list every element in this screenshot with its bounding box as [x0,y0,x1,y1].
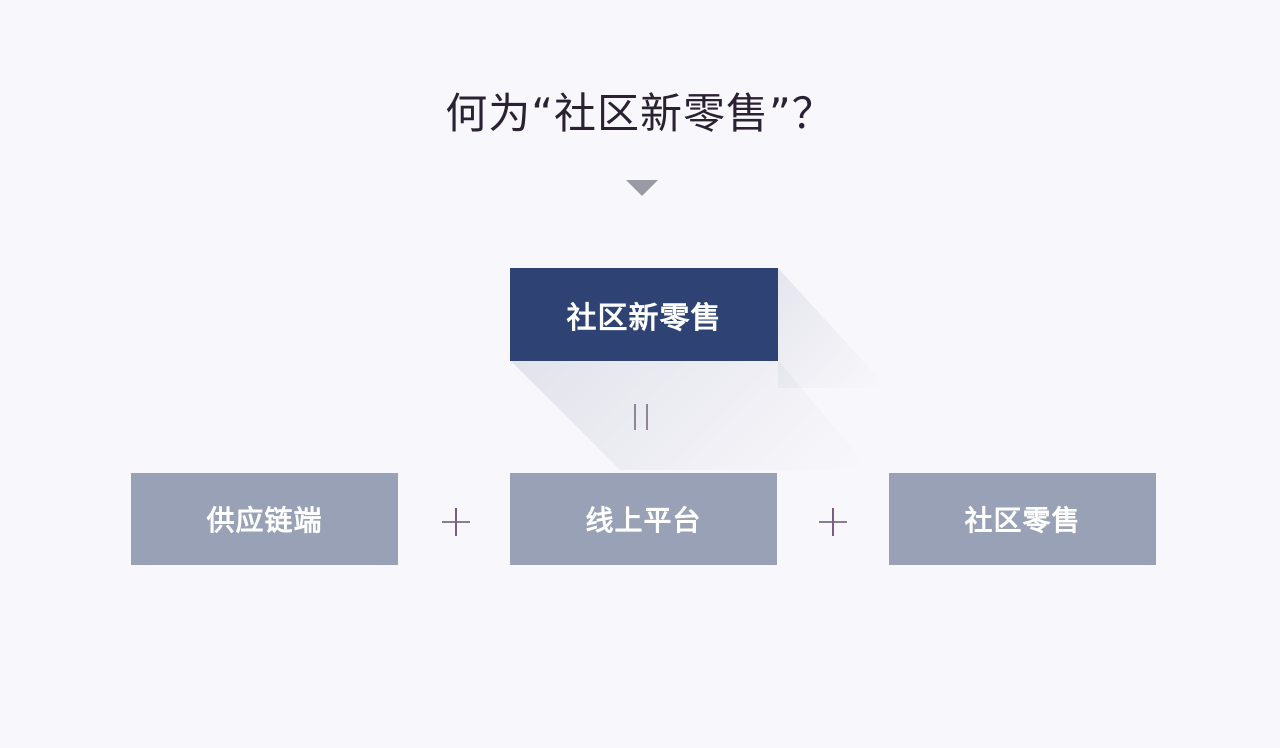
component-label: 供应链端 [206,504,323,537]
long-shadow-right [778,268,888,388]
component-box-supply-chain: 供应链端 [131,473,398,565]
component-box-community-retail: 社区零售 [889,473,1156,565]
plus-icon [442,508,470,536]
down-arrow-icon [626,180,658,196]
main-concept-label: 社区新零售 [566,300,722,336]
plus-icon [819,508,847,536]
diagram-title: 何为“社区新零售”？ [445,89,835,138]
equals-icon [632,404,650,430]
component-label: 线上平台 [585,504,702,537]
main-concept-box: 社区新零售 [510,268,778,361]
component-label: 社区零售 [964,504,1081,537]
component-box-online-platform: 线上平台 [510,473,777,565]
